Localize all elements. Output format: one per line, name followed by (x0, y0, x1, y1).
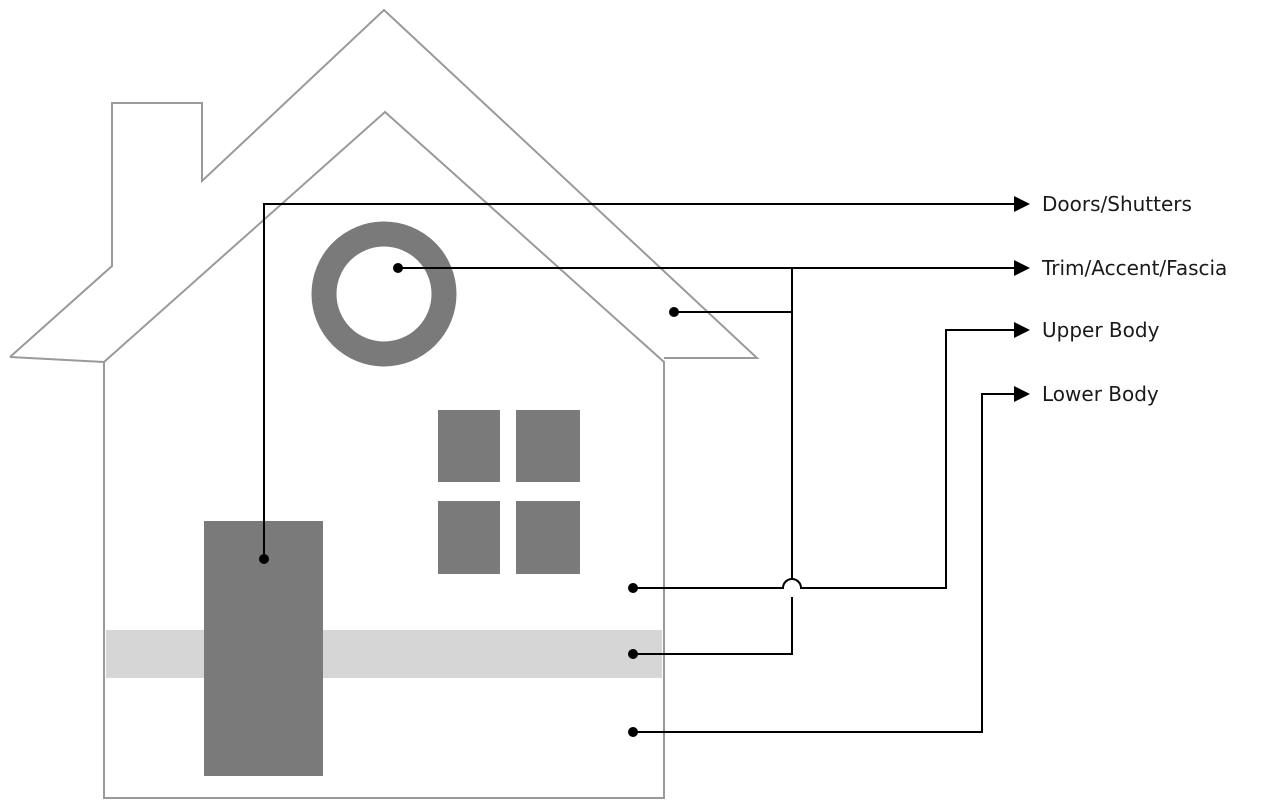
dot-fascia (669, 307, 679, 317)
arrowhead-doors-shutters (1014, 196, 1030, 212)
label-doors-shutters: Doors/Shutters (1042, 192, 1192, 216)
leader-lower-body (633, 393, 1016, 733)
arrowheads (1014, 196, 1030, 402)
leader-trim-vertical-lower (633, 597, 793, 655)
dot-trim-band (628, 649, 638, 659)
dot-round-window (393, 263, 403, 273)
trim-band (106, 630, 662, 678)
leader-doors-shutters (263, 203, 1016, 559)
label-upper-body: Upper Body (1042, 318, 1160, 342)
four-pane-window (438, 410, 580, 574)
window-pane-bottom-left (438, 501, 500, 574)
label-lower-body: Lower Body (1042, 382, 1159, 406)
window-pane-top-right (516, 410, 580, 482)
arrowhead-trim (1014, 260, 1030, 276)
label-trim-accent-fascia: Trim/Accent/Fascia (1041, 256, 1227, 280)
dot-door (259, 554, 269, 564)
arrowhead-lower-body (1014, 386, 1030, 402)
window-pane-bottom-right (516, 501, 580, 574)
leader-upper-body (633, 329, 1016, 589)
dot-upper-body (628, 583, 638, 593)
anchor-dots (259, 263, 679, 737)
roof-left-eave (9, 356, 105, 363)
dot-lower-body (628, 727, 638, 737)
window-pane-top-left (438, 410, 500, 482)
round-window (311, 221, 457, 367)
house-body-outline (103, 110, 665, 799)
leader-lines (263, 203, 1016, 733)
arrowhead-upper-body (1014, 322, 1030, 338)
roof-outline (9, 8, 760, 359)
